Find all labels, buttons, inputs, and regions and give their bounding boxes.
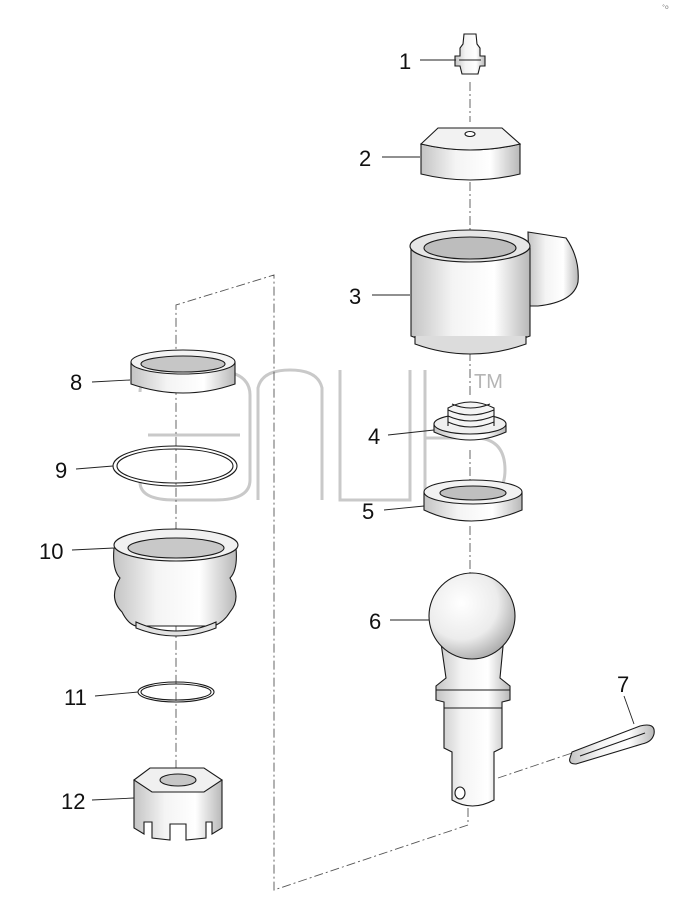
part-7-split-pin bbox=[569, 724, 655, 765]
part-number-2: 2 bbox=[359, 146, 371, 171]
part-number-1: 1 bbox=[399, 49, 411, 74]
part-3-housing bbox=[409, 229, 579, 355]
watermark-trademark: TM bbox=[474, 371, 503, 393]
part-number-11: 11 bbox=[64, 685, 87, 710]
part-number-9: 9 bbox=[55, 458, 67, 483]
part-10-protective-boot bbox=[113, 528, 239, 637]
corner-mark: °o bbox=[662, 4, 669, 11]
part-5-ring bbox=[423, 479, 523, 522]
part-1-grease-nipple bbox=[454, 33, 486, 75]
part-number-3: 3 bbox=[349, 284, 361, 309]
assembly-axis bbox=[175, 82, 576, 891]
part-number-5: 5 bbox=[362, 499, 374, 524]
part-9-o-ring bbox=[112, 445, 238, 487]
part-4-spring-seat bbox=[433, 401, 507, 441]
part-number-6: 6 bbox=[369, 609, 381, 634]
part-8-seal-ring bbox=[130, 349, 236, 394]
part-number-12: 12 bbox=[61, 789, 85, 814]
part-12-castle-nut bbox=[133, 767, 223, 841]
part-number-10: 10 bbox=[39, 539, 63, 564]
leader-lines bbox=[71, 59, 635, 801]
part-number-7: 7 bbox=[617, 672, 629, 697]
part-6-ball-pin bbox=[428, 572, 516, 807]
part-number-8: 8 bbox=[70, 370, 82, 395]
part-number-labels: 1 2 3 4 5 6 7 8 9 10 11 12 bbox=[39, 49, 629, 814]
part-2-cap bbox=[419, 127, 522, 181]
part-number-4: 4 bbox=[368, 424, 380, 449]
